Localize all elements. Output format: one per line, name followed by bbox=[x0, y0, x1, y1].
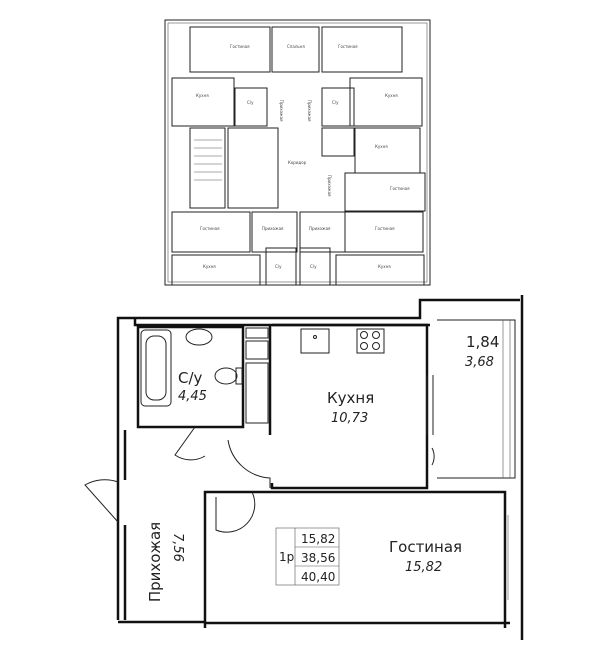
hallway-name: Прихожая bbox=[146, 522, 164, 602]
key-room-label: Кухня bbox=[203, 264, 216, 269]
key-room-label: Кухня bbox=[375, 144, 388, 149]
key-room-label: Спальня bbox=[287, 44, 305, 49]
bathroom-area: 4,45 bbox=[178, 389, 207, 404]
key-room-label: Гостиная bbox=[200, 226, 220, 231]
key-room-label: Прихожая bbox=[309, 226, 331, 231]
balcony-area: 1,84 bbox=[466, 333, 499, 351]
key-room-label: Кухня bbox=[378, 264, 391, 269]
key-room-label: Прихожая bbox=[307, 100, 312, 122]
apartment-type: 1р bbox=[279, 550, 294, 564]
key-room-label: Прихожая bbox=[262, 226, 284, 231]
area-summary-box: 1р 15,82 38,56 40,40 bbox=[275, 527, 340, 586]
key-room-label: С/у bbox=[310, 264, 317, 269]
apartment-plan: С/у 4,45 Кухня 10,73 1,84 3,68 Прихожая … bbox=[84, 295, 524, 640]
key-room-label: С/у bbox=[275, 264, 282, 269]
key-room-label: Гостиная bbox=[230, 44, 250, 49]
key-room-label: С/у bbox=[247, 100, 254, 105]
balcony-reduced-area: 3,68 bbox=[465, 355, 494, 370]
key-room-label: С/у bbox=[332, 100, 339, 105]
key-room-label: Коридор bbox=[288, 160, 307, 165]
key-room-label: Гостиная bbox=[375, 226, 395, 231]
key-room-label: Кухня bbox=[385, 93, 398, 98]
summary-living-area: 15,82 bbox=[301, 532, 335, 546]
key-room-label: Прихожая bbox=[279, 100, 284, 122]
key-room-label: Гостиная bbox=[338, 44, 358, 49]
key-room-label: Гостиная bbox=[390, 186, 410, 191]
hallway-area: 7,56 bbox=[170, 533, 185, 562]
kitchen-name: Кухня bbox=[327, 389, 374, 407]
summary-total-with-balcony: 40,40 bbox=[301, 570, 335, 584]
summary-total-area: 38,56 bbox=[301, 551, 335, 565]
living-area: 15,82 bbox=[405, 560, 442, 575]
key-plan: Гостиная Спальня Гостиная Кухня Кухня С/… bbox=[164, 19, 431, 286]
bathroom-name: С/у bbox=[178, 369, 203, 387]
living-name: Гостиная bbox=[389, 538, 462, 556]
kitchen-area: 10,73 bbox=[331, 411, 368, 426]
key-room-label: Кухня bbox=[196, 93, 209, 98]
key-room-label: Прихожая bbox=[327, 175, 332, 197]
